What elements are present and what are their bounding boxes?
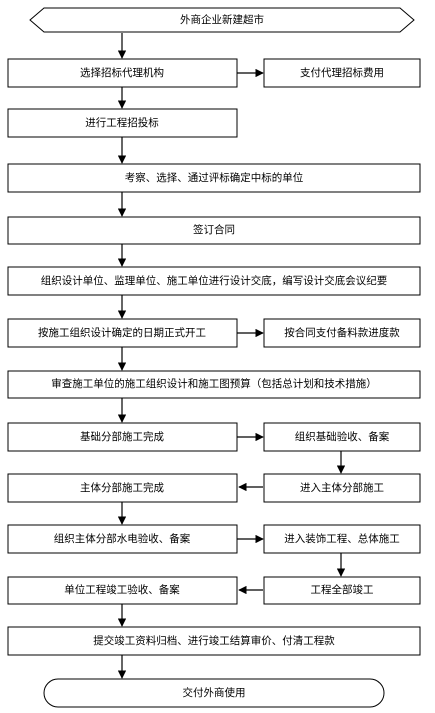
step-pay-agency-fee: 支付代理招标费用 [263, 58, 421, 88]
step-evaluate-bidders: 考察、选择、通过评标确定中标的单位 [7, 163, 421, 193]
step-enter-main-structure-label: 进入主体分部施工 [300, 481, 384, 494]
step-foundation-inspection-label: 组织基础验收、备案 [295, 430, 390, 443]
step-pay-agency-fee-label: 支付代理招标费用 [300, 66, 384, 79]
step-review-plan: 审查施工单位的施工组织设计和施工图预算（包括总计划和技术措施） [7, 370, 421, 399]
step-review-plan-label: 审查施工单位的施工组织设计和施工图预算（包括总计划和技术措施） [51, 377, 377, 390]
step-pay-advance-label: 按合同支付备料款进度款 [284, 326, 400, 339]
step-design-briefing-label: 组织设计单位、监理单位、施工单位进行设计交底，编写设计交底会议纪要 [41, 274, 388, 287]
step-bidding: 进行工程招投标 [7, 108, 238, 138]
step-enter-decoration-label: 进入装饰工程、总体施工 [284, 532, 400, 545]
step-bidding-label: 进行工程招投标 [85, 116, 159, 129]
step-evaluate-bidders-label: 考察、选择、通过评标确定中标的单位 [125, 171, 304, 184]
step-select-agency-label: 选择招标代理机构 [80, 66, 164, 79]
step-start-construction: 按施工组织设计确定的日期正式开工 [7, 318, 238, 348]
start-node-label: 外商企业新建超市 [180, 13, 264, 26]
end-node: 交付外商使用 [43, 678, 385, 708]
step-foundation-complete: 基础分部施工完成 [7, 422, 238, 452]
step-main-structure-complete: 主体分部施工完成 [7, 473, 238, 503]
step-project-complete: 工程全部竣工 [263, 576, 421, 605]
step-mep-inspection-label: 组织主体分部水电验收、备案 [54, 532, 191, 545]
step-completion-acceptance-label: 单位工程竣工验收、备案 [64, 583, 180, 596]
step-settlement-label: 提交竣工资料归档、进行竣工结算审价、付清工程款 [93, 634, 335, 647]
step-completion-acceptance: 单位工程竣工验收、备案 [7, 576, 238, 605]
step-foundation-complete-label: 基础分部施工完成 [80, 430, 164, 443]
step-settlement: 提交竣工资料归档、进行竣工结算审价、付清工程款 [7, 626, 421, 656]
connectors [117, 33, 346, 679]
step-main-structure-complete-label: 主体分部施工完成 [80, 481, 164, 494]
start-node: 外商企业新建超市 [29, 7, 415, 33]
step-start-construction-label: 按施工组织设计确定的日期正式开工 [38, 326, 206, 339]
step-enter-main-structure: 进入主体分部施工 [263, 473, 421, 503]
end-node-label: 交付外商使用 [183, 686, 246, 699]
step-sign-contract-label: 签订合同 [193, 223, 235, 236]
step-design-briefing: 组织设计单位、监理单位、施工单位进行设计交底，编写设计交底会议纪要 [7, 266, 421, 296]
step-foundation-inspection: 组织基础验收、备案 [263, 422, 421, 452]
step-select-agency: 选择招标代理机构 [7, 58, 238, 88]
step-pay-advance: 按合同支付备料款进度款 [263, 318, 421, 348]
step-sign-contract: 签订合同 [7, 216, 421, 245]
step-mep-inspection: 组织主体分部水电验收、备案 [7, 524, 238, 554]
step-project-complete-label: 工程全部竣工 [311, 583, 374, 596]
step-enter-decoration: 进入装饰工程、总体施工 [263, 524, 421, 554]
